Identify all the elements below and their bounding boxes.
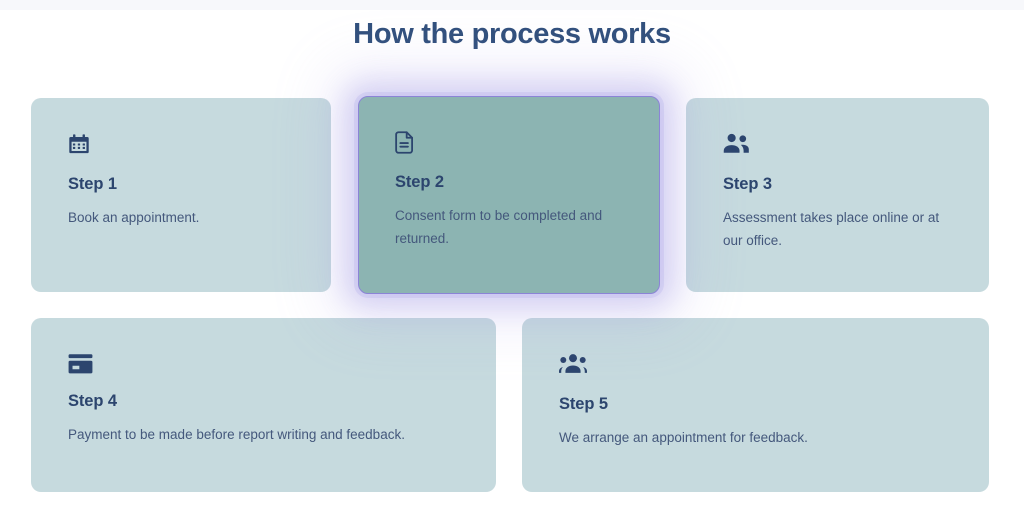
- step-description: Consent form to be completed and returne…: [395, 208, 603, 246]
- step-card-2[interactable]: Step 2 Consent form to be completed and …: [358, 96, 660, 294]
- top-page-strip: [0, 0, 1024, 10]
- calendar-icon: [68, 133, 294, 157]
- step-description: Payment to be made before report writing…: [68, 427, 405, 442]
- step-title: Step 5: [559, 395, 608, 413]
- page-title: How the process works: [353, 18, 671, 50]
- step-card-3[interactable]: Step 3 Assessment takes place online or …: [686, 98, 989, 292]
- step-description: Assessment takes place online or at our …: [723, 210, 940, 248]
- step-title: Step 3: [723, 175, 772, 193]
- step-title: Step 4: [68, 392, 117, 410]
- step-card-5[interactable]: Step 5 We arrange an appointment for fee…: [522, 318, 989, 492]
- step-description: We arrange an appointment for feedback.: [559, 430, 808, 445]
- credit-card-icon: [68, 353, 459, 377]
- step-card-4[interactable]: Step 4 Payment to be made before report …: [31, 318, 496, 492]
- step-description: Book an appointment.: [68, 210, 200, 225]
- step-title: Step 1: [68, 175, 117, 193]
- step-card-1[interactable]: Step 1 Book an appointment.: [31, 98, 331, 292]
- people-two-icon: [723, 133, 952, 157]
- document-icon: [395, 131, 623, 155]
- people-group-icon: [559, 353, 952, 377]
- step-title: Step 2: [395, 173, 444, 191]
- process-steps-grid: Step 1 Book an appointment. Step 2 Conse…: [0, 96, 1024, 506]
